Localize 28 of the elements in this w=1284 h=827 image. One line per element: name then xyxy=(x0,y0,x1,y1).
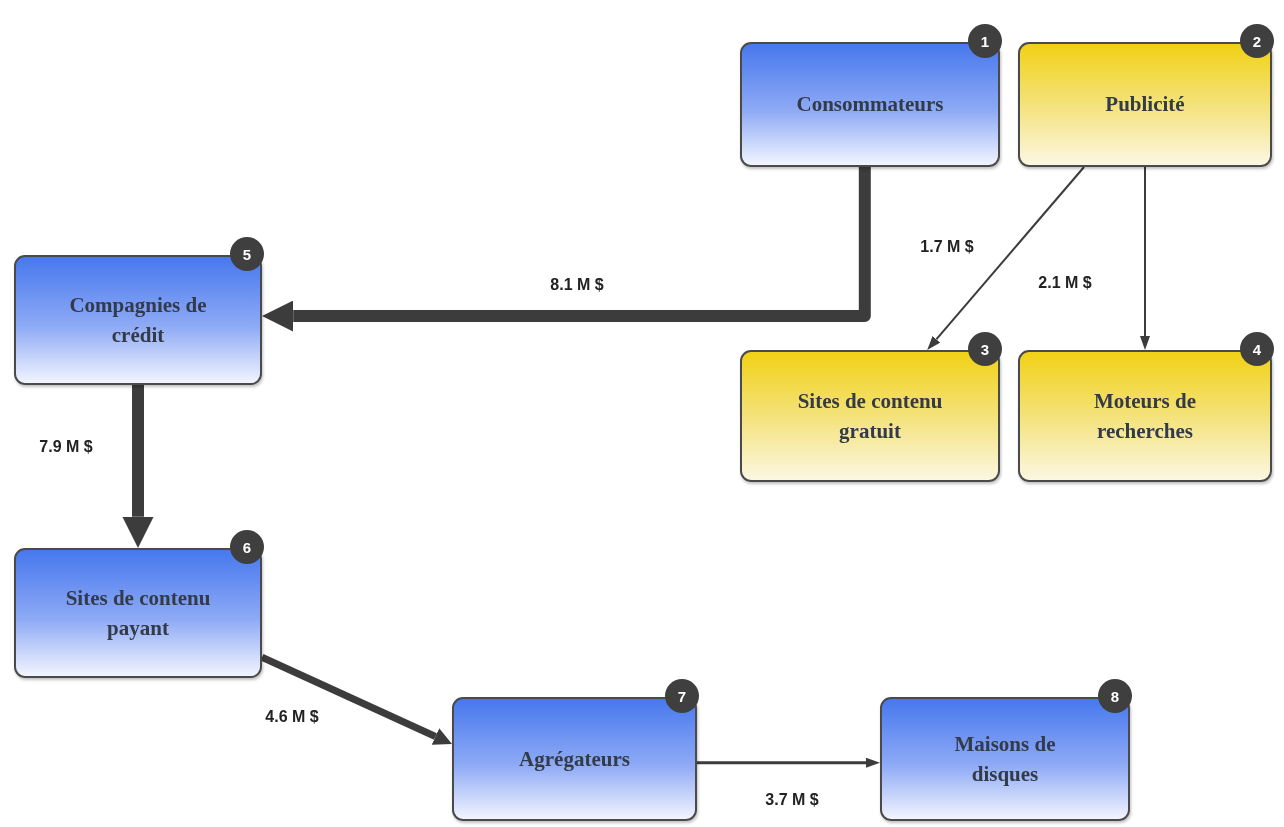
arrow xyxy=(927,166,1086,350)
number-badge: 5 xyxy=(230,237,264,271)
arrow xyxy=(262,167,871,332)
edge-label: 3.7 M $ xyxy=(763,791,821,809)
box-label: Agrégateurs xyxy=(519,745,630,773)
edge-label: 1.7 M $ xyxy=(918,238,976,256)
arrow xyxy=(1140,166,1150,350)
number-badge: 6 xyxy=(230,530,264,564)
box-label: Publicité xyxy=(1105,91,1185,119)
edge-label: 8.1 M $ xyxy=(548,276,606,294)
number-badge: 2 xyxy=(1240,24,1274,58)
box-label: Compagnies de crédit xyxy=(68,291,208,349)
arrow xyxy=(122,385,154,548)
edge-label: 7.9 M $ xyxy=(37,438,95,456)
box-label: Maisons de disques xyxy=(953,730,1057,788)
box-label: Sites de contenu gratuit xyxy=(796,387,944,445)
number-badge: 1 xyxy=(968,24,1002,58)
box-label: Sites de contenu payant xyxy=(64,584,212,642)
number-badge: 4 xyxy=(1240,332,1274,366)
box-label: Moteurs de recherches xyxy=(1092,387,1198,445)
number-badge: 7 xyxy=(665,679,699,713)
edge-label: 4.6 M $ xyxy=(263,708,321,726)
arrow xyxy=(697,757,880,768)
arrow xyxy=(260,654,452,745)
number-badge: 3 xyxy=(968,332,1002,366)
number-badge: 8 xyxy=(1098,679,1132,713)
edge-label: 2.1 M $ xyxy=(1036,274,1094,292)
box-label: Consommateurs xyxy=(796,91,944,119)
